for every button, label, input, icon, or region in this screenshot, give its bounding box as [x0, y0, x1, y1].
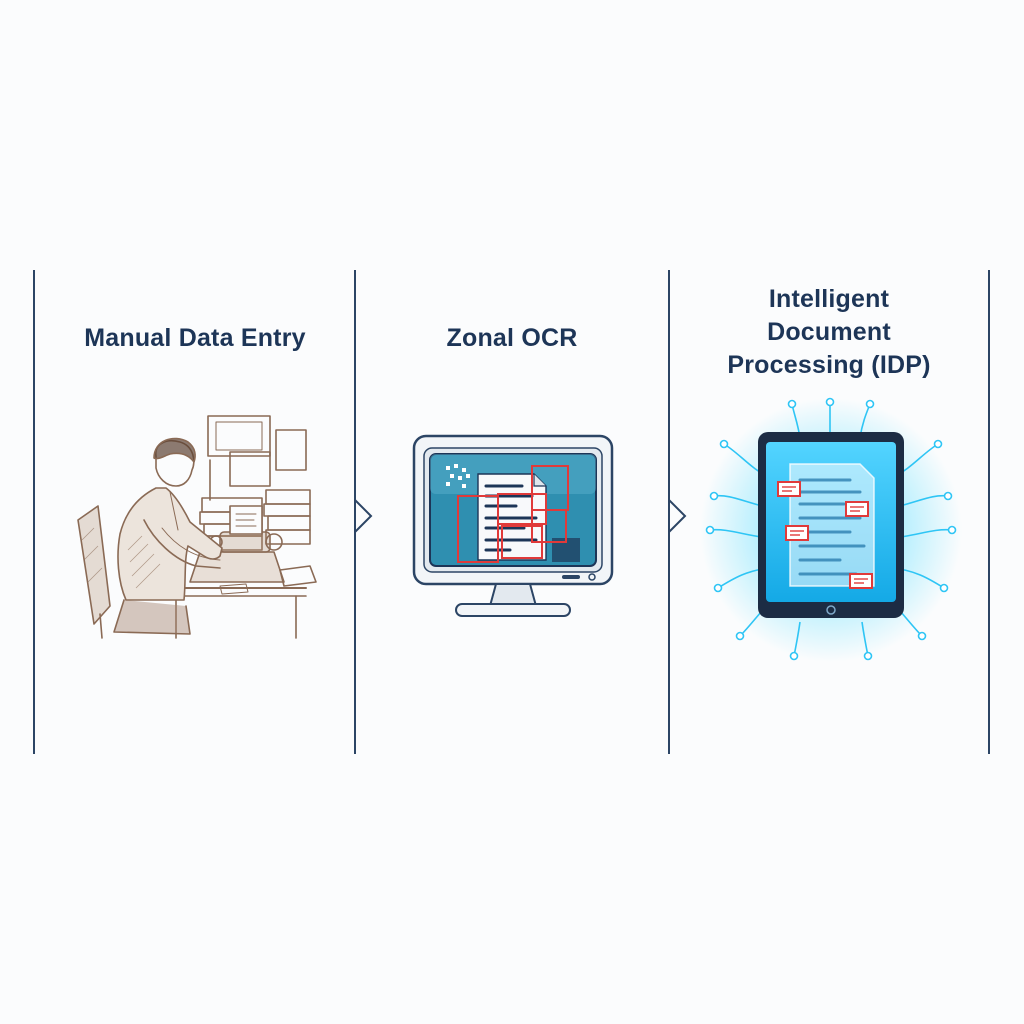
panel-title-manual: Manual Data Entry: [36, 322, 354, 355]
divider-right: [988, 270, 990, 754]
title-line: Intelligent: [768, 285, 890, 313]
typist-at-typewriter-icon: [77, 415, 317, 639]
panel-title-idp: Intelligent Document Processing (IDP): [670, 283, 988, 382]
title-line: Document: [767, 318, 891, 346]
monitor-with-ocr-zones-icon: [412, 434, 614, 617]
divider-1: [354, 270, 356, 754]
title-line: Processing (IDP): [727, 351, 931, 379]
title-line: Zonal OCR: [446, 324, 578, 352]
chevron-right-icon: [668, 499, 687, 533]
divider-left: [33, 270, 35, 754]
divider-2: [668, 270, 670, 754]
title-line: Manual Data Entry: [84, 324, 306, 352]
glowing-tablet-document-icon: [700, 397, 962, 662]
chevron-right-icon: [354, 499, 373, 533]
panel-title-zonal-ocr: Zonal OCR: [356, 322, 668, 355]
